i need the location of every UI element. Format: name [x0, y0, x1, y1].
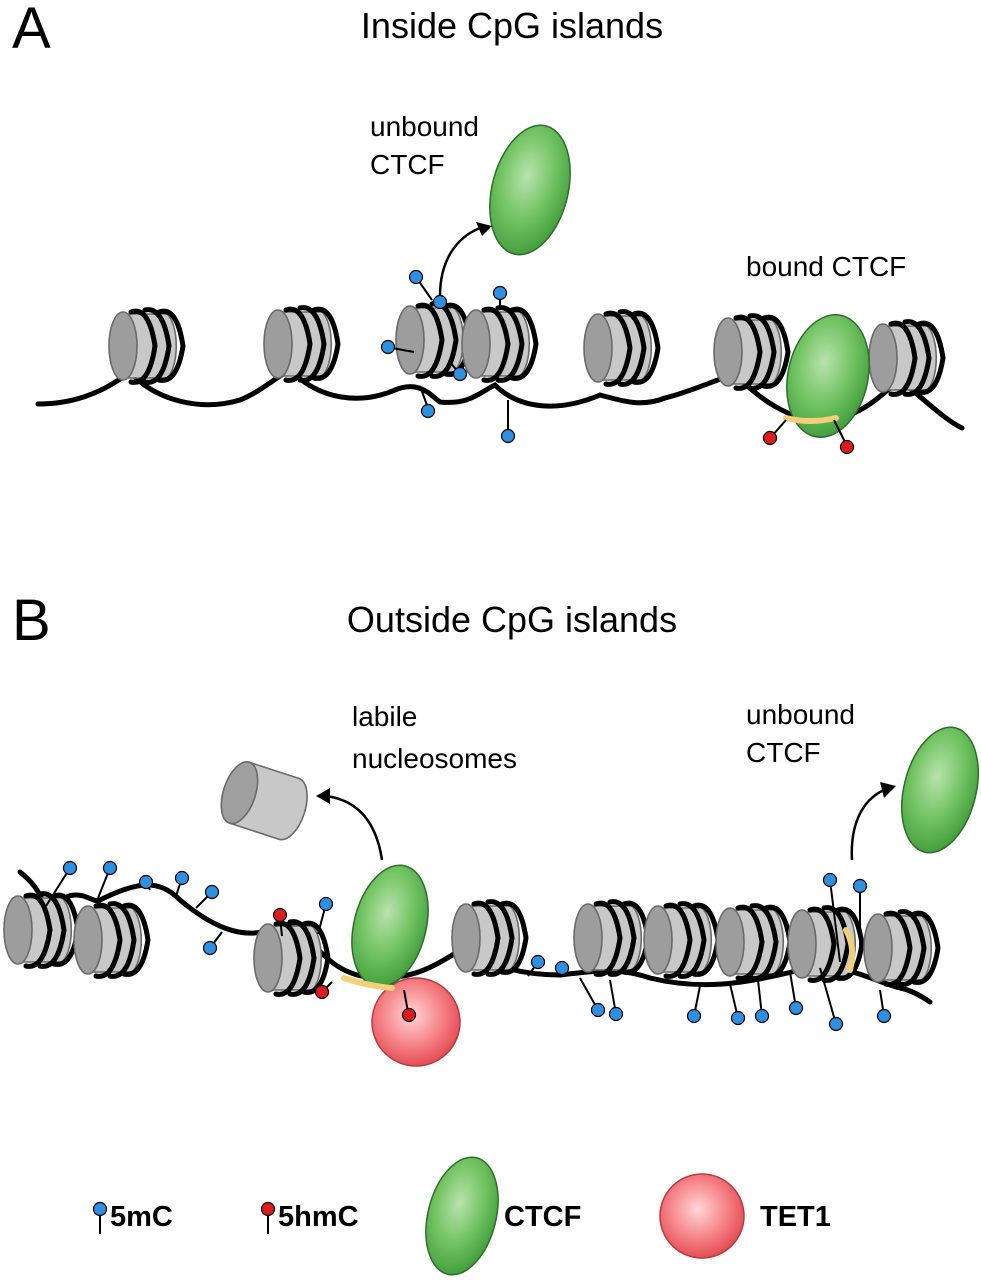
unbound-ctcf: [489, 124, 571, 256]
tet1: [371, 977, 461, 1067]
nucleosome: [864, 912, 938, 985]
unbound-ctcf-label-line1: unbound: [746, 699, 855, 730]
5mC-mark: [530, 954, 546, 970]
5hmC-marks: [272, 907, 417, 1023]
5mC-mark: [318, 896, 334, 912]
5mC-mark: [822, 872, 838, 888]
unbound-ctcf-label-line1: unbound: [370, 111, 479, 142]
legend-item-5mC: 5mC: [92, 1201, 173, 1234]
legend-item-tet1: TET1: [659, 1173, 831, 1259]
panel-b: B Outside CpG islands: [4, 588, 979, 1067]
5mC-mark-stem: [45, 867, 71, 907]
panel-a: A Inside CpG islands: [12, 0, 965, 455]
5mC-mark-stem: [829, 879, 841, 963]
nucleosome: [396, 304, 470, 377]
5mC-mark: [876, 1008, 892, 1024]
nucleosome: [584, 312, 658, 385]
bound-ctcf: [786, 314, 870, 438]
5mC-mark: [686, 1008, 702, 1024]
nucleosome: [109, 310, 183, 383]
labile-nucleosome: [220, 761, 308, 841]
nucleosome: [452, 902, 526, 975]
5mC-mark: [852, 878, 868, 894]
5mC-mark: [828, 1016, 844, 1032]
panel-a-title: Inside CpG islands: [361, 5, 663, 46]
labile-nucleosomes-label-line2: nucleosomes: [352, 743, 517, 774]
panel-a-letter: A: [12, 0, 51, 61]
nucleosome: [574, 902, 648, 975]
5mC-mark: [554, 960, 570, 976]
legend-item-ctcf: CTCF: [425, 1156, 581, 1276]
nucleosome: [74, 904, 148, 977]
tet1-circle-icon: [659, 1173, 745, 1259]
5mC-mark: [62, 860, 78, 876]
ctcf-binding-site: [783, 415, 839, 424]
nucleosome: [462, 308, 536, 381]
unbound-ctcf: [901, 726, 979, 854]
legend-label: 5hmC: [278, 1201, 359, 1233]
5mC-mark: [608, 1006, 624, 1022]
legend-label: TET1: [760, 1201, 831, 1233]
release-arrow: [850, 788, 885, 861]
5mC-mark: [754, 1008, 770, 1024]
panel-b-title: Outside CpG islands: [347, 599, 677, 640]
nucleosome: [644, 904, 718, 977]
5mC-marks: [45, 860, 892, 1032]
ctcf-ellipse-icon: [425, 1156, 499, 1276]
eviction-arrow: [325, 794, 384, 861]
nucleosome: [869, 322, 943, 395]
5mC-mark: [102, 860, 118, 876]
unbound-ctcf-label-line2: CTCF: [746, 737, 821, 768]
ctcf-binding-site: [341, 975, 395, 991]
nucleosome: [264, 308, 338, 381]
5mC-mark: [202, 940, 218, 956]
5mC-mark: [788, 1000, 804, 1016]
nucleosome: [4, 894, 78, 967]
nucleosome: [254, 922, 328, 995]
5mC-mark-stem: [819, 967, 837, 1025]
legend-label: 5mC: [110, 1201, 173, 1233]
bound-ctcf-label: bound CTCF: [746, 251, 906, 282]
5mC-mark: [730, 1010, 746, 1026]
5mC-mark: [590, 1002, 606, 1018]
panel-b-letter: B: [12, 588, 51, 653]
ctcf-binding-site: [843, 927, 856, 973]
legend-item-5hmC: 5hmC: [260, 1201, 359, 1234]
5hmC-marks: [762, 419, 855, 455]
labile-nucleosomes-label-line1: labile: [352, 701, 417, 732]
unbound-ctcf-label-line2: CTCF: [370, 149, 445, 180]
nucleosome: [716, 906, 790, 979]
5mC-mark: [174, 870, 190, 886]
5mC-mark: [204, 884, 220, 900]
5mC-marks: [380, 269, 516, 444]
legend-label: CTCF: [504, 1201, 581, 1233]
nucleosome: [714, 316, 788, 389]
release-arrow: [438, 226, 481, 297]
5mC-mark: [138, 874, 154, 890]
legend: 5mC 5hmC CTCF TET1: [92, 1156, 831, 1276]
